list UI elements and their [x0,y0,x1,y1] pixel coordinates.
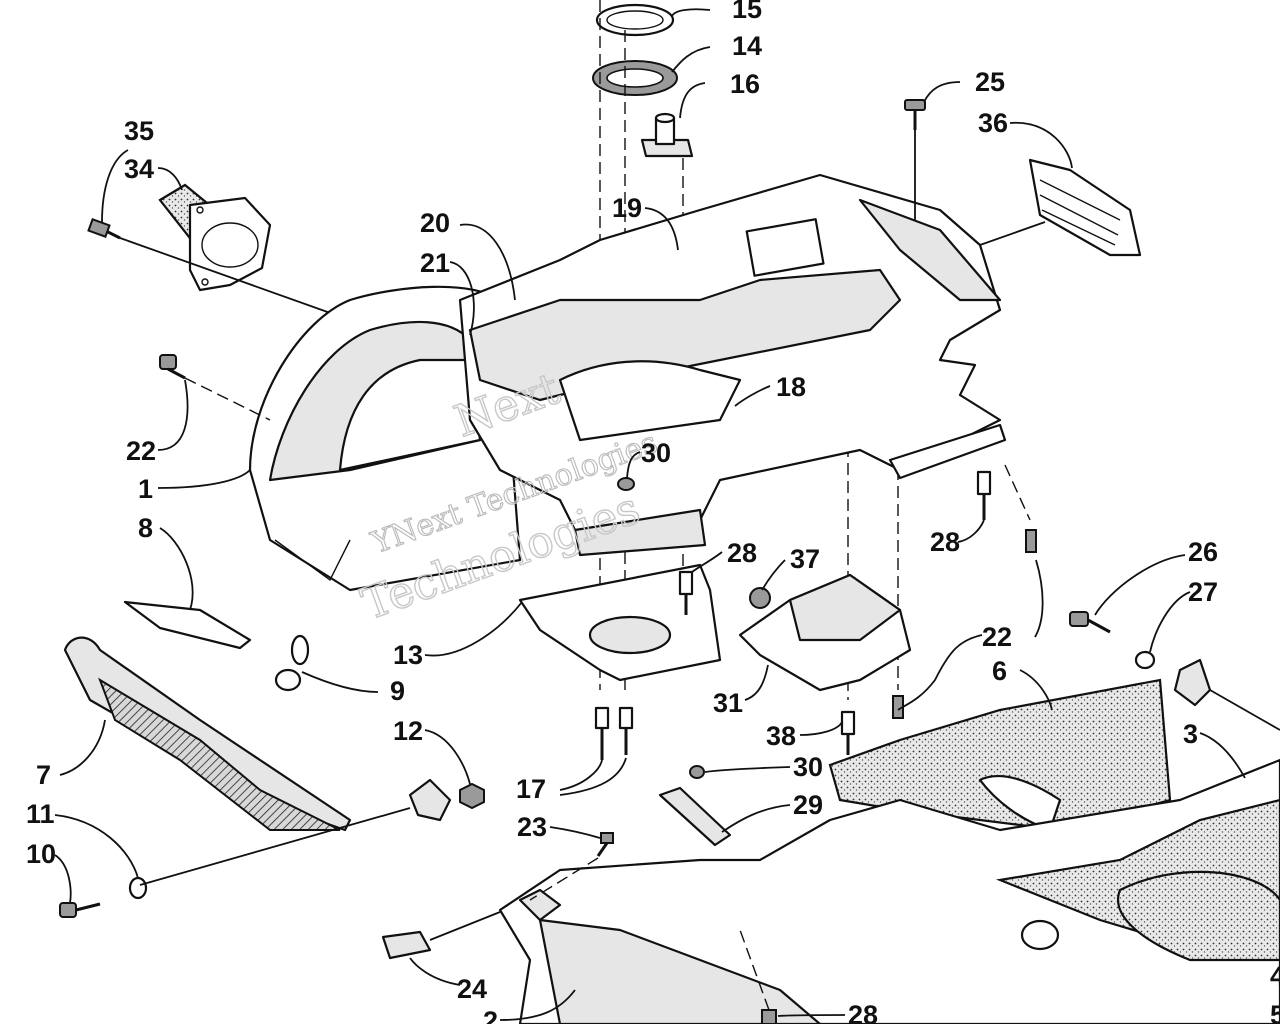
screw-22-left [159,354,186,380]
callout-11: 11 [26,799,55,829]
callout-28-mid: 28 [727,538,757,568]
nozzle-assembly-34 [158,183,272,292]
seat-pad-6 [828,678,1172,832]
callout-31: 31 [713,688,743,718]
fender-body-1 [248,285,522,592]
tunnel-body-18 [458,173,1007,557]
callout-34: 34 [124,154,154,184]
callout-labels: 15 14 16 25 36 35 34 20 19 21 22 1 18 30… [26,0,1280,1024]
callout-30-bottom: 30 [793,752,823,782]
fitting-16 [640,112,694,158]
rivet-38 [840,710,856,755]
washer-30 [689,765,705,779]
bumper-7 [63,636,352,832]
bolt-10 [59,902,101,918]
bolt-26 [1069,611,1111,634]
pad-8 [123,600,252,650]
callout-22-right: 22 [982,622,1012,652]
callout-23: 23 [517,812,547,842]
alignment-line [1004,464,1031,521]
callout-28-bottom: 28 [848,1000,878,1024]
rivet-17b [618,706,634,755]
rivet-17a [594,706,610,760]
callout-9: 9 [390,676,405,706]
callout-25: 25 [975,67,1005,97]
callout-18: 18 [776,372,806,402]
callout-19: 19 [612,193,642,223]
callout-4: 4 [1270,961,1280,991]
lower-body [498,758,1280,1024]
screw-28-bottom [761,1009,777,1024]
callout-24: 24 [457,974,487,1004]
leader-line [1209,689,1280,731]
callout-7: 7 [36,760,51,790]
tray-31 [738,573,912,692]
callout-27: 27 [1188,577,1218,607]
callout-30-top: 30 [641,438,671,468]
leader-line [119,237,351,321]
nut-30 [617,477,635,491]
bracket [408,778,452,822]
nut-37 [749,587,771,609]
callout-20: 20 [420,208,450,238]
callout-2: 2 [483,1006,498,1024]
callout-36: 36 [978,108,1008,138]
screw-22-right-a [1025,529,1037,553]
alignment-line [739,929,770,1011]
callout-28-top: 28 [930,527,960,557]
clip-24 [381,930,432,960]
callout-14: 14 [732,31,762,61]
plate-13 [518,563,722,682]
callout-8: 8 [138,513,153,543]
alignment-line [529,857,599,901]
leader-line [979,221,1046,246]
callout-15: 15 [732,0,762,24]
callout-5: 5 [1270,1000,1280,1024]
nut-12 [459,782,485,810]
screw-25 [904,99,926,130]
callout-35: 35 [124,116,154,146]
washer-11 [128,876,148,900]
ring-gasket-15 [595,3,675,37]
callout-6: 6 [992,656,1007,686]
callout-17: 17 [516,774,546,804]
callout-1: 1 [138,474,153,504]
callout-13: 13 [393,640,423,670]
washer-27 [1134,650,1156,670]
callout-10: 10 [26,839,56,869]
callout-22-left: 22 [126,436,156,466]
clip-9 [274,634,310,692]
callout-29: 29 [793,790,823,820]
bracket-3 [1173,658,1212,707]
strap-29 [658,786,732,847]
leader-lines [54,8,1246,1021]
callout-26: 26 [1188,537,1218,567]
callout-38: 38 [766,721,796,751]
callout-37: 37 [790,544,820,574]
rivet-28-top [976,470,992,520]
screw-23 [596,832,614,857]
callout-21: 21 [420,248,450,278]
rivet-28-mid [678,570,694,615]
vent-grille-36 [1028,158,1142,257]
alignment-line [184,377,271,421]
callout-12: 12 [393,716,423,746]
ring-plate-14 [592,60,678,96]
leader-line [429,911,501,941]
callout-3: 3 [1183,719,1198,749]
callout-16: 16 [730,69,760,99]
leader-line [139,807,411,886]
screw-35 [87,218,121,240]
